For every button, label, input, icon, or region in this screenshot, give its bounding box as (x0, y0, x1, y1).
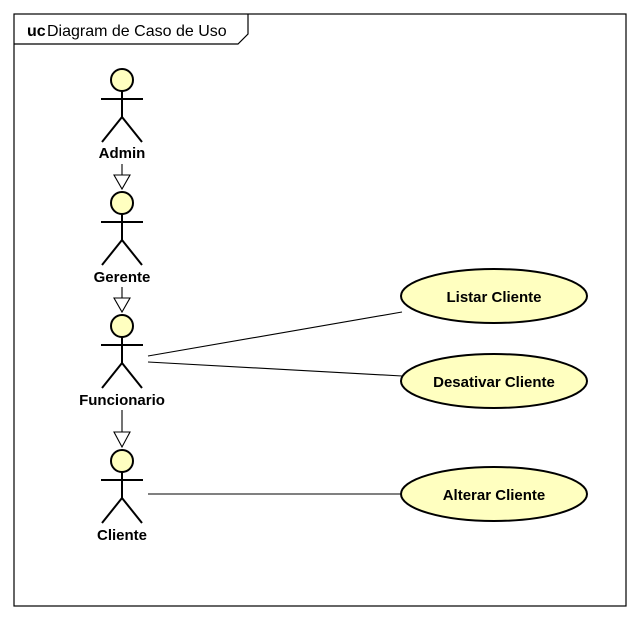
diagram-frame (13, 13, 627, 607)
associations (147, 311, 403, 495)
use-case-ellipse (400, 268, 588, 324)
generalizations (113, 164, 131, 449)
actor-admin[interactable] (101, 68, 143, 143)
use-case-alterar-cliente[interactable]: Alterar Cliente (400, 466, 588, 522)
actor-label-cliente: Cliente (97, 527, 147, 544)
use-case-listar-cliente[interactable]: Listar Cliente (400, 268, 588, 324)
actor-head (110, 314, 134, 338)
generalization-funcionario-cliente (113, 410, 131, 449)
use-case-label-listar: Listar Cliente (446, 289, 541, 306)
use-case-ellipse (400, 466, 588, 522)
use-case-label-alterar: Alterar Cliente (443, 487, 546, 504)
actor-label-admin: Admin (99, 145, 146, 162)
generalization-gerente-funcionario (113, 287, 131, 314)
use-case-ellipse (400, 353, 588, 409)
frame-keyword: uc (27, 23, 46, 40)
use-case-label-desativar: Desativar Cliente (433, 374, 555, 391)
actor-head (110, 449, 134, 473)
use-case-desativar-cliente[interactable]: Desativar Cliente (400, 353, 588, 409)
frame-title-tab (14, 14, 249, 45)
actor-label-gerente: Gerente (94, 269, 151, 286)
actor-cliente[interactable] (101, 449, 143, 524)
actor-head (110, 191, 134, 215)
actor-head (110, 68, 134, 92)
actor-label-funcionario: Funcionario (79, 392, 165, 409)
frame-title: Diagram de Caso de Uso (47, 23, 227, 40)
association-funcionario-desativar (147, 361, 403, 377)
actor-gerente[interactable] (101, 191, 143, 266)
generalization-admin-gerente (113, 164, 131, 191)
actor-funcionario[interactable] (101, 314, 143, 389)
association-funcionario-listar (147, 311, 403, 357)
